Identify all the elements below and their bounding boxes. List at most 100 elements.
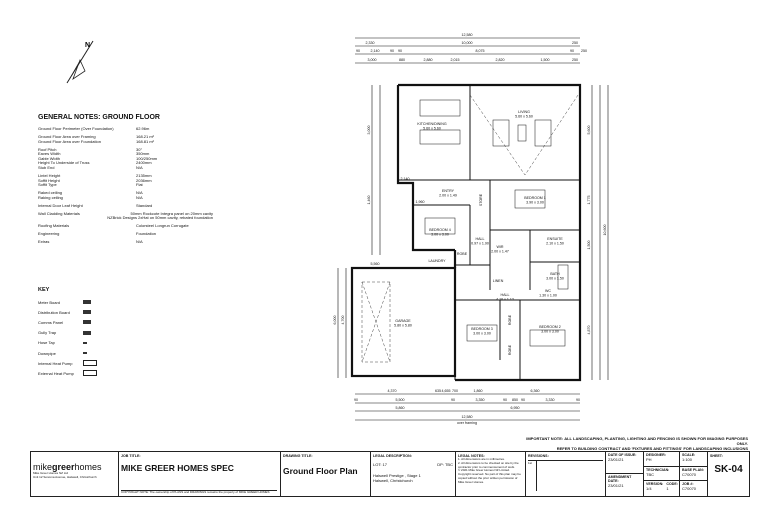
dim-bottom: 5,500 <box>396 398 405 402</box>
sheet-label: SHEET: <box>710 454 723 458</box>
svg-text:N: N <box>85 42 90 49</box>
dim-bottom: 3,330 <box>546 398 555 402</box>
dim-left-mid2: 1,960 <box>416 200 425 204</box>
dim-bottom: 90 <box>354 398 358 402</box>
job-number: C70070 <box>682 486 697 492</box>
legal-note: Copyright reserved. No part of this plan… <box>458 472 521 484</box>
dim-top: 8,075 <box>476 49 485 53</box>
left-dimensions <box>337 85 381 378</box>
dim-left: 3,000 <box>367 126 371 135</box>
key-item: Hose Tap <box>38 338 97 348</box>
note-label: Eaves Width <box>38 151 61 157</box>
note-label: Ground Floor Area over Foundation <box>38 138 101 144</box>
robe-label-2: ROBE <box>508 314 512 325</box>
key-label: Hose Tap <box>38 340 55 346</box>
key-label: Comms Panel <box>38 319 64 325</box>
room-label-hall: HALL <box>476 237 485 241</box>
dim-right-overall: 10,600 <box>603 225 607 236</box>
address-line2: Halswell, Christchurch <box>373 478 413 483</box>
right-dimensions <box>591 85 609 380</box>
dim-left: 1,460 <box>367 196 371 205</box>
dim-top-overall: 12,580 <box>462 33 473 37</box>
room-size-ensuite: 2.10 x 1.50 <box>546 242 564 246</box>
note-value: N/A <box>136 190 143 196</box>
dim-bottom: 90 <box>451 398 455 402</box>
room-size-entry: 2.00 x 1.49 <box>439 194 457 198</box>
drawing-title: Ground Floor Plan <box>283 466 358 476</box>
note-label: Soffit Type <box>38 182 57 188</box>
bottom-dimensions <box>355 393 580 421</box>
room-label-kitchen: KITCHEN/DINING <box>417 122 447 126</box>
key-symbol-icon <box>83 352 87 355</box>
code: 1 <box>666 486 669 492</box>
dates-cell: DATE OF ISSUE:23/01/21 AMENDMENT DATE:23… <box>606 452 644 496</box>
logo-cell: mikegreerhomes Mike Greer Homes NZ Ltd U… <box>31 452 119 496</box>
note-row: Eaves Width 350mm <box>38 152 213 157</box>
key-symbol-icon <box>83 300 91 305</box>
dim-top: 2,015 <box>451 58 460 62</box>
room-size-wir: 2.00 x 1.47 <box>491 250 509 254</box>
note-value: 168.81 m² <box>136 138 155 144</box>
dim-left: 6,000 <box>333 316 337 325</box>
north-arrow-icon: N <box>66 40 94 84</box>
code-label: CODE: <box>666 482 678 487</box>
job-number-label: JOB #: <box>682 482 694 487</box>
technician-label: TECHNICIAN: <box>646 467 670 472</box>
copyright-note: COPYRIGHT NOTE: The ownership of PLANS a… <box>121 490 277 495</box>
key-item: Gully Trap <box>38 328 97 338</box>
room-size-living: 5.60 x 5.60 <box>515 115 533 119</box>
dim-left: 4,700 <box>341 316 345 325</box>
legal-note: 1. All dimensions are in millimetres. <box>458 457 505 461</box>
dim-top: 880 <box>399 58 405 62</box>
room-label-living: LIVING <box>518 110 530 114</box>
room-size-bedroom2: 3.00 x 3.00 <box>541 330 559 334</box>
revision-number: 1st <box>528 461 537 491</box>
key-label: Downpipe <box>38 350 56 356</box>
base-plan-label: BASE PLAN: <box>682 467 704 472</box>
note-label: Raked ceiling <box>38 190 63 196</box>
note-value: 62.96m <box>136 126 150 131</box>
note-value: N/A <box>136 239 143 245</box>
version: 1/4 <box>646 486 652 492</box>
general-notes-title: GENERAL NOTES: GROUND FLOOR <box>38 114 160 121</box>
dim-top: 10,000 <box>462 41 473 45</box>
note-row: Ground Floor Perimeter (Over Foundation)… <box>38 126 213 132</box>
note-value: 350mm <box>136 151 150 157</box>
dim-top: 2,820 <box>496 58 505 62</box>
note-value: Foundation <box>136 231 157 237</box>
dim-bottom: 5,860 <box>396 406 405 410</box>
dim-right: 4,870 <box>587 326 591 335</box>
revisions-label: REVISIONS: <box>528 454 549 458</box>
top-dimensions <box>355 37 580 64</box>
note-value: Colorsteel Longrun Corrugate <box>136 223 189 229</box>
note-value: NZBrick Designs 2xHat on 50mm cavity, re… <box>107 215 213 221</box>
room-size-bath: 3.00 x 1.50 <box>546 277 564 281</box>
dim-bottom: 635 <box>435 389 441 393</box>
version-label: VERSION: <box>646 482 664 487</box>
key-title: KEY <box>38 287 50 293</box>
company-name: Mike Greer Homes NZ Ltd <box>33 471 69 475</box>
legal-description-label: LEGAL DESCRIPTION: <box>373 454 412 458</box>
note-label: Internal Door Leaf Height <box>38 202 83 208</box>
room-size-hall: 0.97 x 1.90 <box>471 242 489 246</box>
key-item: Internal Heat Pump <box>38 358 97 368</box>
note-label: Wall Cladding Materials <box>38 210 80 216</box>
note-label: Lintel Height <box>38 172 61 178</box>
drawing-title-label: DRAWING TITLE: <box>283 454 313 458</box>
important-note-line1: IMPORTANT NOTE: ALL LANDSCAPING, PLANTIN… <box>526 436 748 446</box>
dim-bottom: 90 <box>576 398 580 402</box>
key-item: Comms Panel <box>38 317 97 327</box>
dim-right: 5,600 <box>587 126 591 135</box>
dim-top: 2,880 <box>424 58 433 62</box>
note-label: Roofing Materials <box>38 223 70 229</box>
legal-note: © 2021 Mike Greer Homes NZ Limited. <box>458 468 510 473</box>
dim-left-mid: 2,140 <box>401 177 410 181</box>
